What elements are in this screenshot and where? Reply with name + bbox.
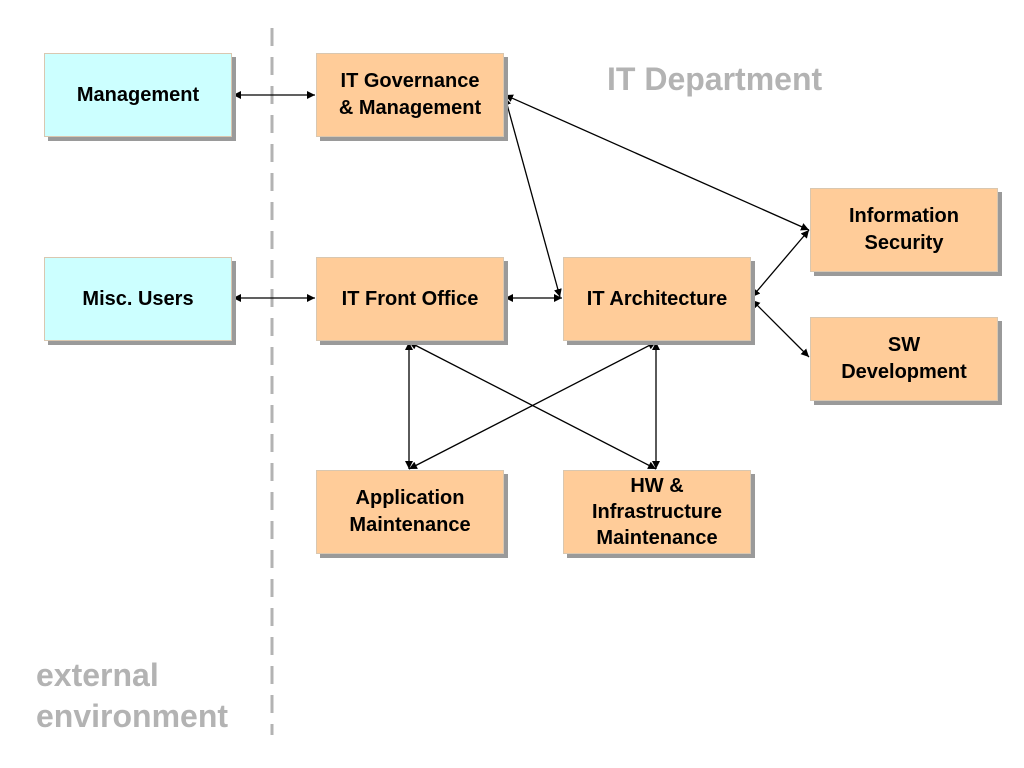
information-security-box: Information Security	[810, 188, 998, 272]
it-department-label: IT Department	[607, 61, 823, 97]
it-front-office-box: IT Front Office	[316, 257, 504, 341]
management-box: Management	[44, 53, 232, 137]
hw-infrastructure-box: HW & Infrastructure Maintenance	[563, 470, 751, 554]
misc-users-box: Misc. Users	[44, 257, 232, 341]
it-governance-box: IT Governance & Management	[316, 53, 504, 137]
connectors-group	[233, 91, 810, 470]
external-environment-label: external environment	[36, 657, 229, 734]
connector-it-architecture-to-information-security	[751, 229, 810, 298]
connector-it-architecture-to-application-maintenance	[408, 341, 657, 470]
application-maintenance-box: Application Maintenance	[316, 470, 504, 554]
it-architecture-box: IT Architecture	[563, 257, 751, 341]
connector-it-governance-to-it-architecture	[503, 96, 562, 298]
connector-it-architecture-to-sw-development	[751, 299, 810, 358]
connector-it-governance-to-information-security	[504, 94, 810, 231]
sw-development-box: SW Development	[810, 317, 998, 401]
